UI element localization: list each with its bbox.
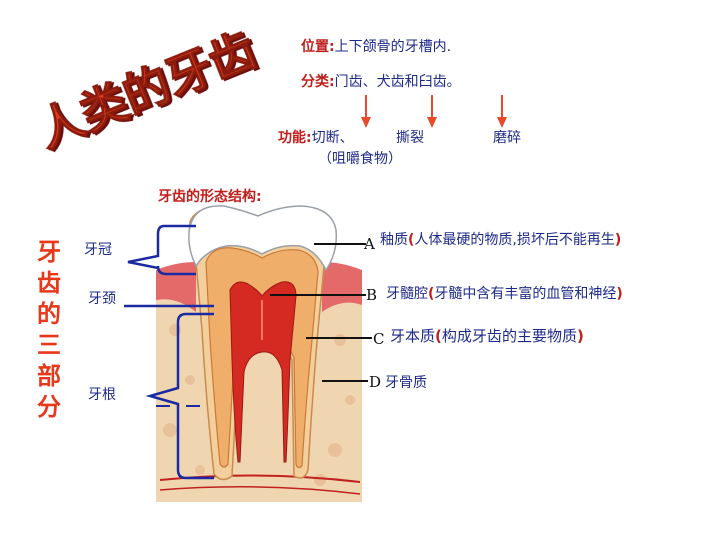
- category-label: 分类:: [301, 74, 335, 90]
- layer-a-name: 釉质: [380, 232, 408, 248]
- side-title-char: 三: [37, 330, 61, 359]
- function-note: （咀嚼食物）: [318, 151, 402, 167]
- layer-b-name: 牙髓腔: [386, 286, 428, 302]
- blood-vessel: [159, 486, 361, 495]
- marker-b: B: [366, 286, 377, 304]
- enamel: [188, 205, 338, 272]
- side-title-char: 的: [37, 299, 61, 328]
- layer-a-text: 釉质(人体最硬的物质,损坏后不能再生): [380, 229, 621, 249]
- layer-a-desc: (人体最硬的物质,损坏后不能再生): [408, 232, 622, 248]
- layer-b-desc: (牙髓中含有丰富的血管和神经): [428, 286, 623, 302]
- layer-c-name: 牙本质: [390, 327, 436, 345]
- side-title-char: 分: [37, 392, 61, 421]
- function-item-2: 撕裂: [396, 130, 424, 146]
- position-line: 位置:上下颌骨的牙槽内.: [301, 36, 451, 56]
- bracket-crown: [127, 224, 196, 276]
- layer-c-text: 牙本质(构成牙齿的主要物质): [390, 325, 584, 346]
- part-root-label: 牙根: [88, 387, 116, 403]
- structure-heading: 牙齿的形态结构:: [158, 189, 262, 205]
- layer-b-text: 牙髓腔(牙髓中含有丰富的血管和神经): [386, 283, 623, 303]
- pulp-cavity: [229, 281, 297, 463]
- side-title-char: 齿: [37, 268, 61, 297]
- part-neck-label: 牙颈: [88, 291, 116, 307]
- marker-d: D: [369, 373, 381, 391]
- bracket-root: [145, 312, 214, 480]
- function-item-3: 磨碎: [493, 130, 521, 146]
- function-label: 功能:: [278, 130, 312, 146]
- title-art: 人类的牙齿: [36, 21, 264, 158]
- layer-c-desc: (构成牙齿的主要物质): [435, 327, 584, 345]
- position-label: 位置:: [301, 39, 335, 55]
- side-title-char: 牙: [37, 237, 61, 266]
- side-title: 牙 齿 的 三 部 分: [34, 236, 64, 422]
- marker-c: C: [373, 330, 384, 348]
- gum: [322, 262, 362, 312]
- arrow-icon: [497, 95, 507, 128]
- category-line: 分类:门齿、犬齿和臼齿。: [301, 71, 461, 91]
- part-crown-label: 牙冠: [84, 242, 112, 258]
- function-line: 功能:切断、: [278, 127, 354, 147]
- position-value: 上下颌骨的牙槽内.: [334, 39, 452, 55]
- function-item-1: 切断、: [311, 130, 354, 146]
- layer-d-name: 牙骨质: [385, 375, 427, 391]
- arrow-icon: [427, 95, 437, 128]
- arrow-icon: [361, 95, 371, 128]
- side-title-char: 部: [37, 361, 61, 390]
- marker-a: A: [363, 235, 375, 253]
- category-value: 门齿、犬齿和臼齿。: [334, 74, 461, 90]
- bone-texture: [163, 324, 355, 486]
